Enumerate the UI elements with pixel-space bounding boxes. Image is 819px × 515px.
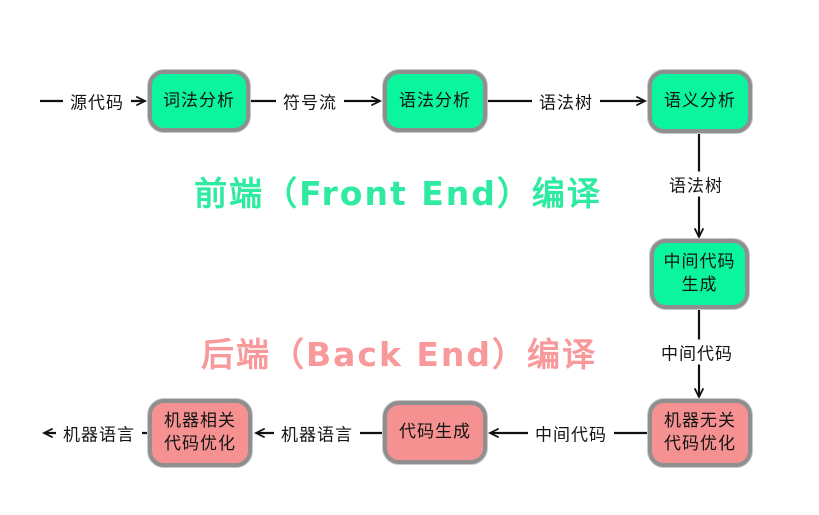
node-lexical-analysis: 词法分析: [148, 70, 250, 132]
edge-label-source-code: 源代码: [63, 88, 131, 114]
node-semantic-analysis: 语义分析: [648, 70, 752, 133]
node-syntax-analysis: 语法分析: [383, 70, 487, 132]
edge-label-machine-language-mid: 机器语言: [274, 420, 360, 446]
edge-label-intermediate-code-right: 中间代码: [654, 339, 740, 365]
node-machine-independent-optimization: 机器无关 代码优化: [648, 399, 752, 467]
node-intermediate-code-generation: 中间代码 生成: [650, 239, 749, 309]
back-end-title: 后端（Back End）编译: [200, 335, 598, 374]
front-end-title: 前端（Front End）编译: [194, 174, 602, 213]
edge-label-syntax-tree-top: 语法树: [532, 88, 600, 114]
edge-label-syntax-tree-right: 语法树: [662, 171, 730, 197]
node-machine-dependent-optimization: 机器相关 代码优化: [148, 399, 252, 467]
edge-label-token-stream: 符号流: [276, 88, 344, 114]
node-code-generation: 代码生成: [383, 401, 487, 464]
edge-label-machine-language-out: 机器语言: [56, 420, 142, 446]
edge-label-intermediate-code-bottom: 中间代码: [528, 420, 614, 446]
